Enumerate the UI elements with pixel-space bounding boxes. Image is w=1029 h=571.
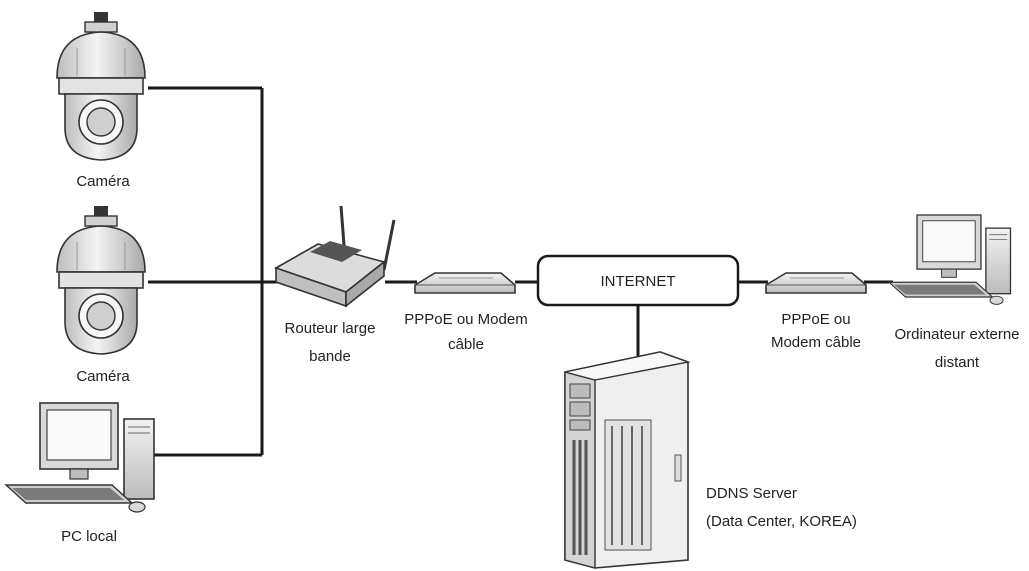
connection-lines [148,86,893,457]
remote-pc-label-line1: Ordinateur externe [894,326,1019,343]
router-icon [274,205,396,308]
modem-left-label-line2: câble [448,336,484,353]
ddns-label-line1: DDNS Server [706,485,797,502]
modem-right-label-line2: Modem câble [771,334,861,351]
camera-1-label: Caméra [76,173,130,190]
modem-left-label-line1: PPPoE ou Modem [404,311,527,328]
remote-pc-label-line2: distant [935,354,980,371]
camera-1: Caméra [56,11,146,190]
internet-box [536,254,740,307]
modem-right-label-line1: PPPoE ou [781,311,850,328]
modem-left: PPPoE ou Modem câble [404,272,528,353]
modem-right: PPPoE ou Modem câble [765,272,867,351]
server-tower-icon [564,351,691,569]
internet-node: INTERNET [536,254,740,307]
camera-icon [56,205,146,355]
remote-pc: Ordinateur externe distant [888,214,1020,371]
desktop-computer-icon [888,214,1012,306]
camera-icon [56,11,146,161]
router: Routeur large bande [274,205,396,365]
ddns-label-line2: (Data Center, KOREA) [706,513,857,530]
pc-local: PC local [5,402,155,545]
modem-icon [765,272,867,294]
pc-local-label: PC local [61,528,117,545]
camera-2-label: Caméra [76,368,130,385]
modem-icon [414,272,516,294]
internet-label: INTERNET [601,273,676,290]
camera-2: Caméra [56,205,146,385]
ddns-server: DDNS Server (Data Center, KOREA) [564,351,857,569]
desktop-computer-icon [5,402,155,513]
router-label-line1: Routeur large [285,320,376,337]
router-label-line2: bande [309,348,351,365]
